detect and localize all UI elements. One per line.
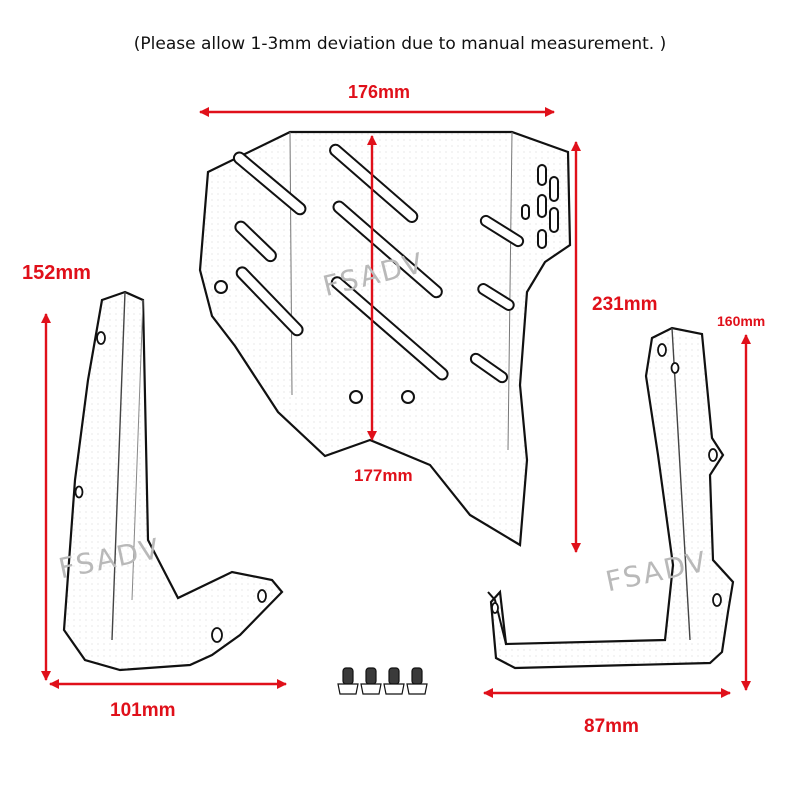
- screws: [337, 667, 428, 695]
- screw-2: [360, 667, 382, 695]
- left-height-label: 152mm: [22, 262, 91, 284]
- left-width-label: 101mm: [110, 700, 176, 721]
- bottom-width-label: 177mm: [354, 466, 413, 485]
- top-width-label: 176mm: [348, 82, 411, 102]
- left-bracket: [62, 290, 284, 672]
- right-height-label: 160mm: [717, 313, 766, 329]
- right-bracket: [487, 326, 735, 670]
- screw-4: [406, 667, 428, 695]
- right-width-label: 87mm: [584, 716, 639, 737]
- center-height-label: 231mm: [592, 294, 658, 315]
- screw-1: [337, 667, 359, 695]
- measurement-note: (Please allow 1-3mm deviation due to man…: [133, 34, 667, 54]
- screw-3: [383, 667, 405, 695]
- center-plate: [198, 130, 572, 547]
